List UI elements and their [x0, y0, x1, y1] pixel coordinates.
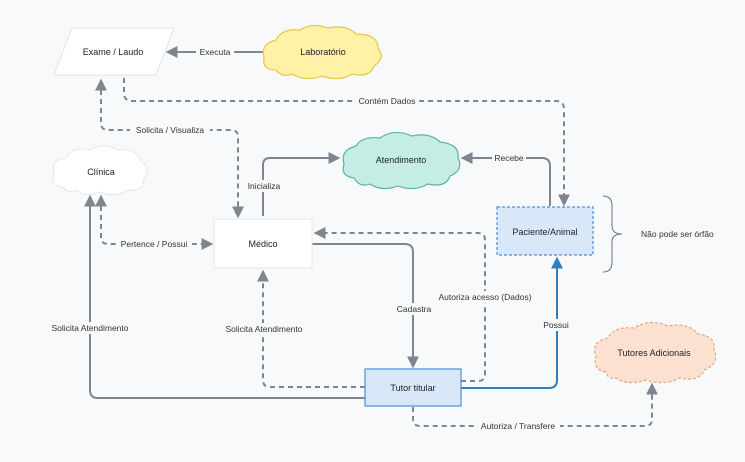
edge-possui [461, 256, 563, 389]
edge-label-solicita-visualiza: Solicita / Visualiza [130, 124, 210, 136]
node-exame-laudo-label: Exame / Laudo [83, 47, 144, 57]
edge-pertence-possui [95, 194, 214, 250]
edge-label-solicita-atendimento-clinica: Solicita Atendimento [48, 322, 132, 334]
node-medico-label: Médico [248, 239, 277, 249]
edge-solicita-atendimento-clinica [84, 194, 365, 399]
svg-text:Contém Dados: Contém Dados [359, 96, 416, 106]
edge-inicializa [262, 152, 341, 216]
svg-text:Inicializa: Inicializa [248, 181, 281, 191]
edge-label-pertence-possui: Pertence / Possui [116, 238, 192, 250]
svg-text:Recebe: Recebe [494, 153, 524, 163]
svg-text:Solicita Atendimento: Solicita Atendimento [51, 323, 128, 333]
node-clinica[interactable]: Clínica [52, 145, 148, 196]
node-atendimento[interactable]: Atendimento [342, 131, 461, 190]
svg-text:Solicita / Visualiza: Solicita / Visualiza [136, 125, 205, 135]
edge-label-autoriza-transfere: Autoriza / Transfere [476, 420, 560, 432]
edge-label-contem-dados: Contém Dados [356, 95, 418, 107]
edge-label-possui: Possui [540, 319, 572, 331]
node-laboratorio-label: Laboratório [300, 47, 346, 57]
node-paciente-animal-label: Paciente/Animal [512, 227, 577, 237]
edge-contem-dados [123, 78, 570, 207]
edge-label-cadastra: Cadastra [394, 303, 434, 315]
edge-label-inicializa: Inicializa [244, 180, 284, 192]
svg-text:Possui: Possui [543, 320, 569, 330]
node-paciente-animal[interactable]: Paciente/Animal [496, 206, 594, 256]
node-exame-laudo[interactable]: Exame / Laudo [53, 27, 175, 76]
edge-label-autoriza-acesso: Autoriza acesso (Dados) [436, 291, 534, 303]
node-laboratorio[interactable]: Laboratório [262, 24, 382, 80]
edge-label-executa: Executa [196, 46, 234, 58]
annotation-nao-orfao: Não pode ser órfão [641, 229, 714, 239]
svg-text:Pertence / Possui: Pertence / Possui [121, 239, 188, 249]
edge-label-solicita-atendimento-medico: Solicita Atendimento [222, 323, 306, 335]
svg-text:Autoriza / Transfere: Autoriza / Transfere [481, 421, 555, 431]
edge-cadastra [312, 243, 419, 369]
node-tutor-titular[interactable]: Tutor titular [364, 368, 462, 407]
svg-text:Cadastra: Cadastra [397, 304, 432, 314]
edge-autoriza-acesso [313, 227, 486, 382]
svg-text:Executa: Executa [200, 47, 231, 57]
edge-solicita-visualiza [95, 78, 244, 219]
edge-solicita-atendimento-medico [257, 269, 365, 388]
svg-text:Solicita Atendimento: Solicita Atendimento [225, 324, 302, 334]
brace-nao-orfao [602, 195, 623, 273]
node-tutor-titular-label: Tutor titular [390, 383, 435, 393]
node-tutores-adicionais[interactable]: Tutores Adicionais [593, 321, 717, 384]
node-medico[interactable]: Médico [213, 218, 313, 269]
node-tutores-adicionais-label: Tutores Adicionais [617, 348, 691, 358]
node-clinica-label: Clínica [87, 167, 115, 177]
edge-recebe [460, 152, 551, 206]
node-atendimento-label: Atendimento [376, 155, 427, 165]
svg-text:Autoriza acesso (Dados): Autoriza acesso (Dados) [438, 292, 531, 302]
edge-label-recebe: Recebe [492, 152, 526, 164]
